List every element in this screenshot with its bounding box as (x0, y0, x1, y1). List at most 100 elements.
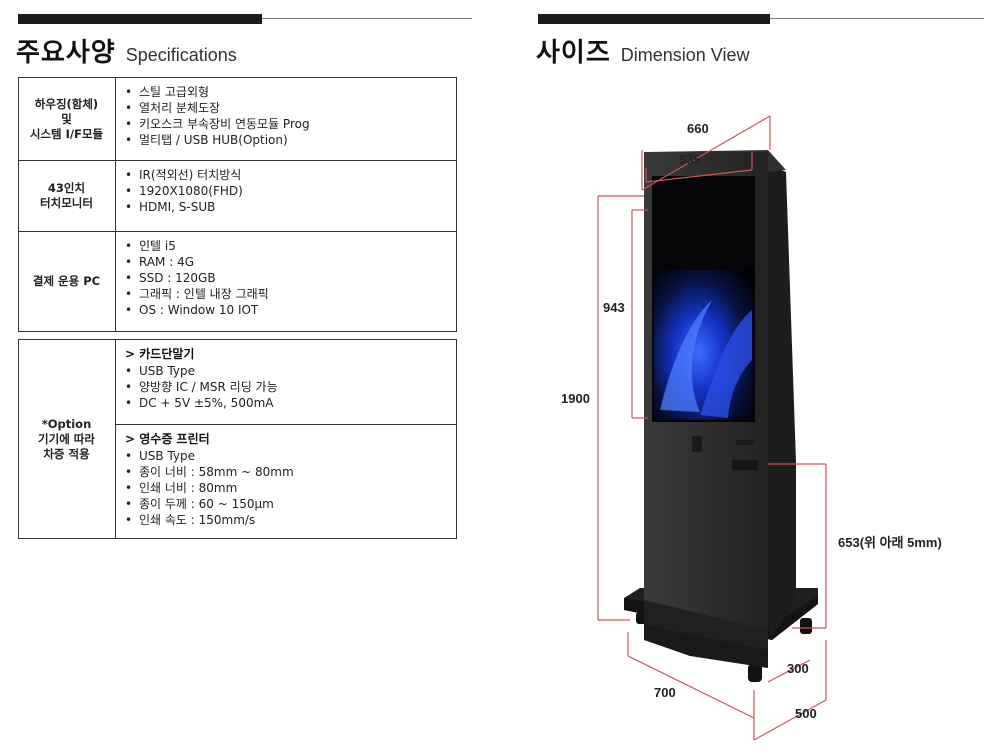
list-item: • 키오스크 부속장비 연동모듈 Prog (125, 116, 456, 132)
option-printer: > 영수증 프린터 • USB Type • 종이 너비 : 58mm ~ 80mm… (115, 425, 456, 538)
list-item: •그래픽 : 인텔 내장 그래픽 (125, 286, 456, 302)
spec-title-ko: 주요사양 (16, 38, 116, 68)
dimension-title-en: Dimension View (620, 45, 750, 65)
card-reader-slot (692, 436, 702, 452)
dimension-title-ko: 사이즈 (536, 38, 611, 68)
bullet-icon: • (125, 513, 133, 527)
row-divider (115, 424, 456, 425)
item-text: HDMI, S-SUB (139, 200, 216, 214)
list-item: • 1920X1080(FHD) (125, 183, 456, 199)
item-text: SSD : 120GB (139, 271, 216, 285)
list-item: • 멀티탭 / USB HUB(Option) (125, 132, 456, 148)
list-item: • 스틸 고급외형 (125, 84, 456, 100)
item-text: 열처리 분체도장 (139, 101, 221, 115)
bullet-icon: • (125, 380, 133, 394)
dim-top-width: 660 (687, 121, 709, 136)
dim-total-height: 1900 (561, 391, 590, 406)
scanner-slot (736, 440, 754, 445)
dimension-header-bar (538, 14, 770, 24)
bullet-icon: • (125, 239, 133, 253)
spec-row-body: •스틸 고급외형 •열처리 분체도장 •키오스크 부속장비 연동모듈 Prog … (115, 78, 456, 160)
item-text: 스틸 고급외형 (139, 85, 210, 99)
dimension-heading: 사이즈 Dimension View (536, 32, 750, 69)
list-item: • IR(적외선) 터치방식 (125, 167, 456, 183)
spec-row-body: • IR(적외선) 터치방식 • 1920X1080(FHD) • HDMI, S-S… (115, 161, 456, 231)
item-text: USB Type (139, 449, 196, 463)
item-text: 멀티탭 / USB HUB(Option) (139, 133, 288, 147)
spec-header-bar (18, 14, 262, 24)
list-item: • USB Type (125, 448, 456, 464)
spec-header-line (262, 18, 472, 19)
dim-screen-height: 943 (603, 300, 625, 315)
bullet-icon: • (125, 255, 133, 269)
dim-base-width: 700 (654, 685, 676, 700)
list-item: • 인쇄 속도 : 150mm/s (125, 512, 456, 528)
dim-lower-height: 653(위 아래 5mm) (838, 535, 942, 550)
item-text: 그래픽 : 인텔 내장 그래픽 (139, 287, 269, 301)
bullet-icon: • (125, 481, 133, 495)
dimension-header-line (770, 18, 984, 19)
bullet-icon: • (125, 101, 133, 115)
item-text: DC + 5V ±5%, 500mA (139, 396, 274, 410)
spec-heading: 주요사양 Specifications (16, 32, 237, 69)
list-item: • 종이 너비 : 58mm ~ 80mm (125, 464, 456, 480)
dimension-lines (597, 115, 827, 741)
item-text: 인쇄 너비 : 80mm (139, 481, 238, 495)
bullet-icon: • (125, 200, 133, 214)
bullet-icon: • (125, 85, 133, 99)
bullet-icon: • (125, 497, 133, 511)
list-item: •OS : Window 10 IOT (125, 302, 456, 318)
list-item: • 인쇄 너비 : 80mm (125, 480, 456, 496)
item-text: 인쇄 속도 : 150mm/s (139, 513, 256, 527)
item-text: RAM : 4G (139, 255, 195, 269)
bullet-icon: • (125, 168, 133, 182)
dim-screen-width: 535 (679, 152, 701, 167)
item-text: IR(적외선) 터치방식 (139, 168, 242, 182)
row-divider (19, 160, 456, 161)
dim-base-depth: 500 (795, 706, 817, 721)
list-item: • 열처리 분체도장 (125, 100, 456, 116)
spec-row-label: 결제 운용 PC (19, 232, 114, 331)
list-item: • DC + 5V ±5%, 500mA (125, 395, 456, 411)
item-text: 키오스크 부속장비 연동모듈 Prog (139, 117, 310, 131)
list-item: • SSD : 120GB (125, 270, 456, 286)
item-text: OS : Window 10 IOT (139, 303, 259, 317)
bullet-icon: • (125, 465, 133, 479)
spec-title-en: Specifications (125, 45, 237, 65)
bullet-icon: • (125, 184, 133, 198)
option-heading: > 카드단말기 (125, 347, 195, 361)
option-heading: > 영수증 프린터 (125, 432, 210, 446)
bullet-icon: • (125, 271, 133, 285)
bullet-icon: • (125, 133, 133, 147)
item-text: 양방향 IC / MSR 리딩 가능 (139, 380, 278, 394)
item-text: 1920X1080(FHD) (139, 184, 243, 198)
kiosk-screen (652, 176, 755, 422)
row-divider (19, 231, 456, 232)
option-card-reader: > 카드단말기 •USB Type • 양방향 IC / MSR 리딩 가능 • D… (115, 340, 456, 424)
dim-body-depth: 300 (787, 661, 809, 676)
bullet-icon: • (125, 449, 133, 463)
item-text: 종이 너비 : 58mm ~ 80mm (139, 465, 294, 479)
list-item: •종이 두께 : 60 ~ 150μm (125, 496, 456, 512)
spec-row-body: • 인텔 i5 • RAM : 4G • SSD : 120GB •그래픽 : 인텔 … (115, 232, 456, 331)
list-item: • RAM : 4G (125, 254, 456, 270)
bullet-icon: • (125, 117, 133, 131)
bullet-icon: • (125, 396, 133, 410)
item-text: 인텔 i5 (139, 239, 176, 253)
spec-row-label-text: 결제 운용 PC (32, 274, 101, 288)
list-item: • 인텔 i5 (125, 238, 456, 254)
list-item: •USB Type (125, 363, 456, 379)
list-item: • 양방향 IC / MSR 리딩 가능 (125, 379, 456, 395)
item-text: USB Type (139, 364, 196, 378)
spec-row-pc: 결제 운용 PC • 인텔 i5 • RAM : 4G • SSD : 120GB •… (19, 232, 456, 331)
